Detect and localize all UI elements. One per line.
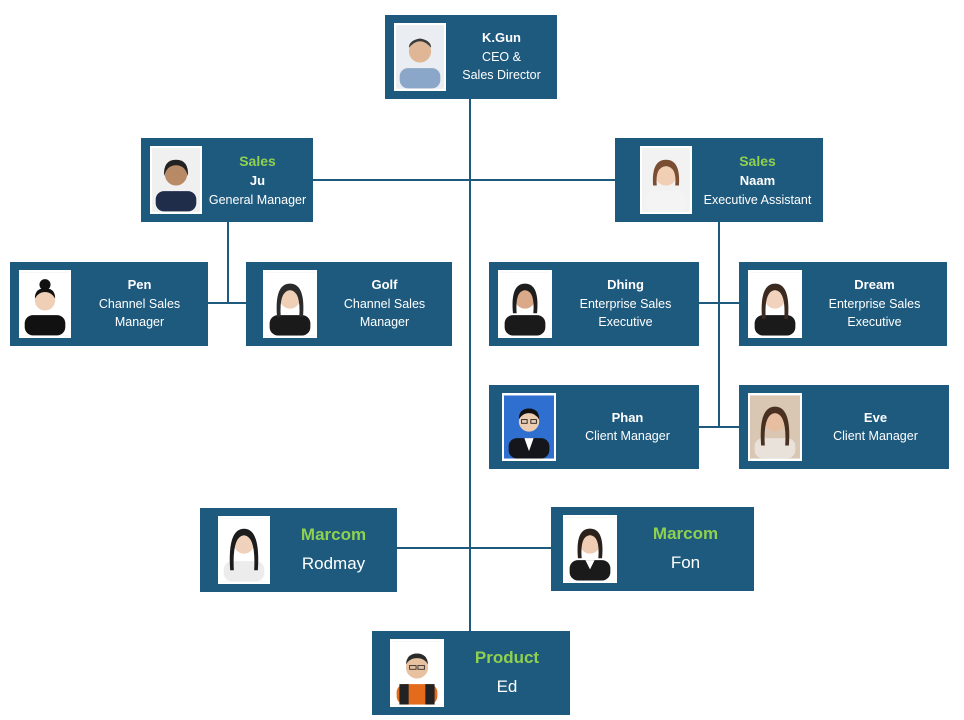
job-title-line: Executive	[847, 315, 902, 330]
org-node-dream[interactable]: Dream Enterprise Sales Executive	[739, 262, 947, 346]
person-photo-icon	[390, 639, 444, 707]
org-node-naam[interactable]: Sales Naam Executive Assistant	[615, 138, 823, 222]
org-node-rodmay[interactable]: Marcom Rodmay	[200, 508, 397, 592]
org-node-ed[interactable]: Product Ed	[372, 631, 570, 715]
department-label: Sales	[739, 153, 776, 170]
person-photo-icon	[394, 23, 446, 91]
person-photo-icon	[498, 270, 552, 338]
person-photo-icon	[563, 515, 617, 583]
job-title-line: Client Manager	[585, 429, 670, 444]
person-photo-icon	[19, 270, 71, 338]
person-name: Fon	[670, 553, 701, 572]
person-photo-icon	[218, 516, 270, 584]
person-name: Ed	[496, 677, 518, 696]
person-photo-icon	[502, 393, 556, 461]
person-name: Dream	[854, 277, 895, 293]
org-node-kgun[interactable]: K.Gun CEO & Sales Director	[385, 15, 557, 99]
org-node-golf[interactable]: Golf Channel Sales Manager	[246, 262, 452, 346]
person-name: Golf	[371, 277, 398, 293]
person-name: Eve	[863, 409, 888, 425]
person-name: Phan	[611, 409, 644, 425]
person-photo-icon	[263, 270, 317, 338]
person-name: Naam	[739, 172, 776, 188]
org-node-eve[interactable]: Eve Client Manager	[739, 385, 949, 469]
job-title-line: Executive	[598, 315, 653, 330]
org-node-pen[interactable]: Pen Channel Sales Manager	[10, 262, 208, 346]
person-name: Pen	[127, 277, 152, 293]
job-title-line: Manager	[114, 315, 165, 330]
person-name: Ju	[249, 172, 266, 188]
person-photo-icon	[748, 270, 802, 338]
job-title-line: Executive Assistant	[703, 192, 812, 207]
department-label: Product	[474, 648, 540, 668]
person-name: K.Gun	[482, 30, 521, 46]
org-node-dhing[interactable]: Dhing Enterprise Sales Executive	[489, 262, 699, 346]
job-title-line: Channel Sales	[343, 297, 426, 312]
job-title-line: Channel Sales	[98, 297, 181, 312]
person-photo-icon	[640, 146, 692, 214]
job-title-line: CEO &	[482, 50, 521, 65]
org-node-ju[interactable]: Sales Ju General Manager	[141, 138, 313, 222]
person-name: Dhing	[607, 277, 644, 293]
org-node-fon[interactable]: Marcom Fon	[551, 507, 754, 591]
department-label: Marcom	[300, 525, 367, 545]
job-title-line: Enterprise Sales	[579, 297, 672, 312]
job-title-line: Client Manager	[833, 429, 918, 444]
job-title-line: Enterprise Sales	[828, 297, 921, 312]
job-title-line: Manager	[359, 315, 410, 330]
person-photo-icon	[748, 393, 802, 461]
person-photo-icon	[150, 146, 202, 214]
department-label: Marcom	[652, 524, 719, 544]
org-node-phan[interactable]: Phan Client Manager	[489, 385, 699, 469]
department-label: Sales	[239, 153, 276, 170]
person-name: Rodmay	[301, 554, 366, 573]
job-title-line: Sales Director	[462, 68, 541, 83]
job-title-line: General Manager	[208, 192, 307, 207]
